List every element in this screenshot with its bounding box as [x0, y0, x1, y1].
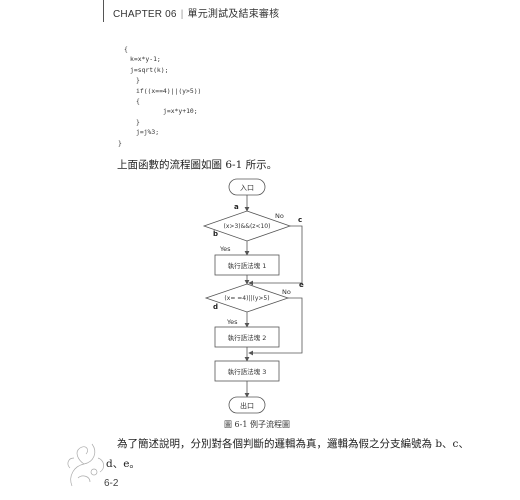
edge-label-d: d	[213, 303, 218, 311]
page-number: 6-2	[104, 478, 119, 489]
edge-label-c: c	[298, 216, 302, 224]
code-line: }	[136, 117, 140, 126]
decision-2-no: No	[282, 288, 291, 296]
code-line: if((x==4)||(y>5))	[136, 86, 202, 95]
code-line: }	[118, 138, 122, 147]
decision-1-label: (x>3)&&(z<10)	[224, 223, 271, 230]
chapter-title: 單元測試及結束審核	[187, 9, 280, 20]
header-separator: |	[180, 9, 184, 20]
process-block-2-label: 執行語法塊 2	[228, 333, 267, 342]
process-block-1-label: 執行語法塊 1	[228, 261, 267, 270]
code-line: j=j%3;	[136, 128, 160, 137]
floral-ornament-icon	[67, 443, 104, 487]
decision-2-yes: Yes	[226, 318, 238, 326]
code-line: j=sqrt(k);	[130, 65, 169, 74]
edge-label-b: b	[213, 230, 218, 238]
running-header: CHAPTER 06|單元測試及結束審核	[113, 5, 279, 20]
end-label: 出口	[240, 401, 254, 410]
start-label: 入口	[240, 184, 254, 192]
explain-line-1: 為了簡述說明，分別對各個判斷的邏輯為真，邏輯為假之分支編號為 b、c、	[117, 438, 469, 450]
decision-2-label: (x= =4)||(y>5)	[224, 295, 269, 302]
decision-1-yes: Yes	[219, 245, 231, 253]
decision-1-no: No	[275, 212, 284, 220]
edge-label-e: e	[299, 281, 304, 289]
header-rule	[103, 0, 104, 22]
edge-c	[248, 225, 303, 286]
explain-line-2: d、e。	[106, 458, 140, 470]
edge-decision2-no	[248, 297, 303, 356]
intro-paragraph: 上面函數的流程圖如圖 6-1 所示。	[117, 159, 278, 171]
code-line: {	[124, 45, 128, 53]
code-line: }	[136, 76, 140, 85]
code-line: k=x*y-1;	[130, 55, 161, 64]
figure-caption: 圖 6-1 例子流程圖	[224, 420, 290, 429]
process-block-3-label: 執行語法塊 3	[228, 367, 267, 376]
code-listing: { k=x*y-1; j=sqrt(k); } if((x==4)||(y>5)…	[118, 44, 201, 148]
end-terminal	[228, 396, 266, 414]
edge-label-a: a	[234, 203, 239, 211]
code-line: j=x*y+10;	[163, 107, 198, 116]
code-line: {	[136, 97, 140, 106]
chapter-label: CHAPTER 06	[113, 9, 177, 20]
